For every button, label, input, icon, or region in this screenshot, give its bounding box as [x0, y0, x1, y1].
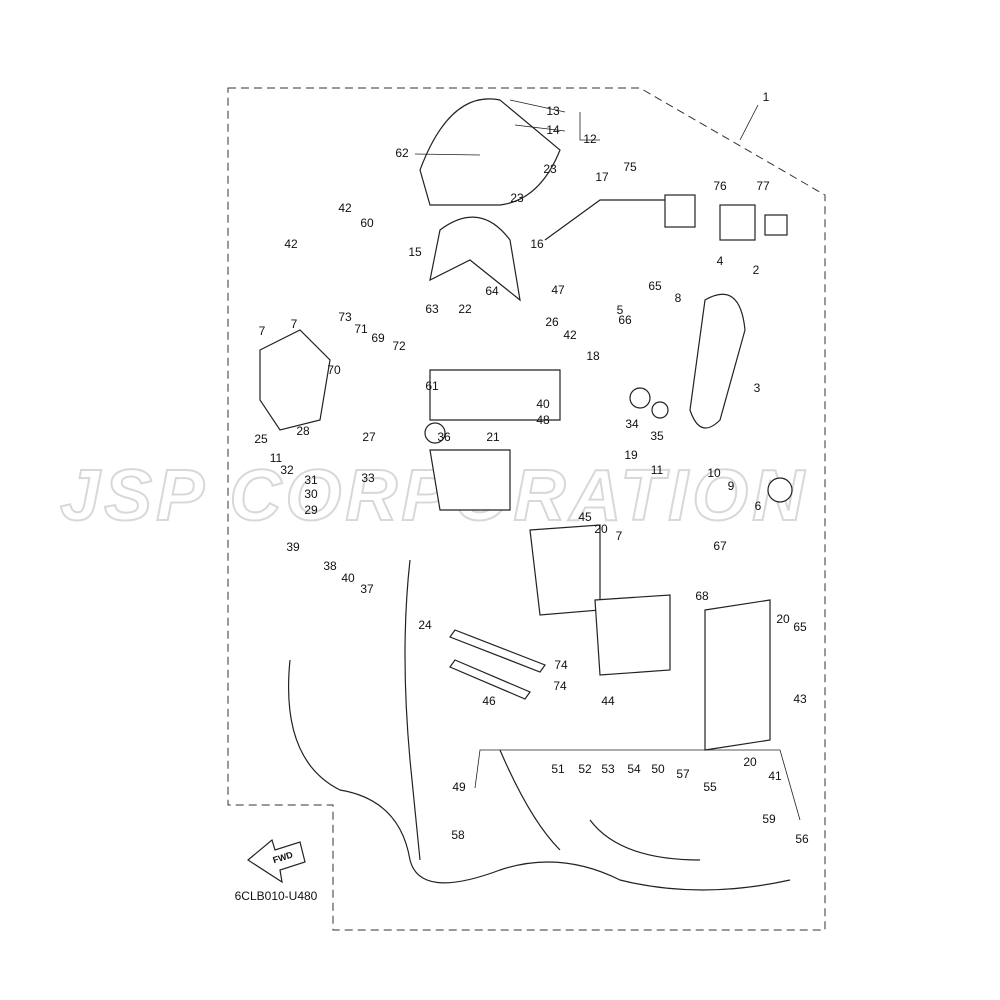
callout: 47: [551, 283, 565, 297]
callout: 10: [707, 466, 721, 480]
watermark: JSP CORPORATION: [60, 456, 808, 536]
callout: 60: [360, 216, 374, 230]
callout: 45: [578, 510, 592, 524]
callout: 73: [338, 310, 352, 324]
callout: 11: [270, 451, 283, 465]
callout: 38: [323, 559, 337, 573]
callout: 42: [338, 201, 352, 215]
callout: 14: [546, 123, 560, 137]
callout: 44: [601, 694, 615, 708]
callout: 19: [624, 448, 638, 462]
callout: 74: [553, 679, 567, 693]
callout: 59: [762, 812, 776, 826]
callout: 71: [354, 322, 368, 336]
callout: 64: [485, 284, 499, 298]
callout: 48: [536, 413, 550, 427]
callout: 31: [304, 473, 318, 487]
callout: 18: [586, 349, 600, 363]
callout: 57: [676, 767, 690, 781]
callout: 55: [703, 780, 717, 794]
callout: 40: [341, 571, 355, 585]
callout: 52: [578, 762, 592, 776]
callout: 24: [418, 618, 432, 632]
callout: 30: [304, 487, 318, 501]
callout: 15: [408, 245, 422, 259]
callout: 50: [651, 762, 665, 776]
callout: 25: [254, 432, 268, 446]
callout: 65: [793, 620, 807, 634]
callout: 63: [425, 302, 439, 316]
callout: 7: [616, 529, 623, 543]
callout: 9: [728, 479, 735, 493]
callout: 61: [425, 379, 439, 393]
callout: 23: [510, 191, 524, 205]
callout: 70: [327, 363, 341, 377]
callout: 20: [776, 612, 790, 626]
callout: 68: [695, 589, 709, 603]
callout: 34: [625, 417, 639, 431]
leader-lines: [414, 99, 801, 821]
wire-harness: [287, 199, 791, 891]
callout: 76: [713, 179, 727, 193]
callout: 13: [546, 104, 560, 118]
callout: 42: [563, 328, 577, 342]
callout: 17: [595, 170, 609, 184]
callout: 43: [793, 692, 807, 706]
callout: 39: [286, 540, 300, 554]
callout: 21: [486, 430, 500, 444]
callout: 75: [623, 160, 637, 174]
callout: 7: [291, 317, 298, 331]
callout: 6: [755, 499, 762, 513]
callout: 16: [530, 237, 544, 251]
callout: 3: [754, 381, 761, 395]
callout: 66: [618, 313, 632, 327]
fwd-arrow: FWD: [246, 838, 306, 884]
callout: 53: [601, 762, 615, 776]
callout: 26: [545, 315, 559, 329]
callout: 20: [743, 755, 757, 769]
callout: 67: [713, 539, 727, 553]
callout: 72: [392, 339, 406, 353]
callout: 74: [554, 658, 568, 672]
callout: 41: [768, 769, 782, 783]
callout: 62: [395, 146, 409, 160]
callout: 40: [536, 397, 550, 411]
callout: 28: [296, 424, 310, 438]
callout: 37: [360, 582, 374, 596]
callout: 54: [627, 762, 641, 776]
callout: 36: [437, 430, 451, 444]
callout: 8: [675, 291, 682, 305]
callout: 12: [583, 132, 597, 146]
callout: 77: [756, 179, 770, 193]
diagram-code: 6CLB010-U480: [235, 889, 318, 903]
callout: 46: [482, 694, 496, 708]
callout: 1: [763, 90, 770, 104]
callout: 23: [543, 162, 557, 176]
callout: 33: [361, 471, 375, 485]
callout: 22: [458, 302, 472, 316]
callout: 35: [650, 429, 664, 443]
callout: 65: [648, 279, 662, 293]
callout: 11: [651, 463, 664, 477]
callout: 20: [594, 522, 608, 536]
callout: 2: [753, 263, 760, 277]
assembly-boundary: [227, 87, 826, 931]
callout: 69: [371, 331, 385, 345]
callout: 5: [617, 303, 624, 317]
callout: 56: [795, 832, 809, 846]
callout: 4: [717, 254, 724, 268]
callout-labels: 1 13 14 12 62 23 17 75 76 77 42 60 23 16…: [254, 90, 809, 846]
callout: 32: [280, 463, 294, 477]
callout: 42: [284, 237, 298, 251]
callout: 51: [551, 762, 565, 776]
callout: 29: [304, 503, 318, 517]
callout: 49: [452, 780, 466, 794]
callout: 7: [259, 324, 266, 338]
parts: [259, 98, 793, 751]
callout: 58: [451, 828, 465, 842]
callout: 27: [362, 430, 376, 444]
